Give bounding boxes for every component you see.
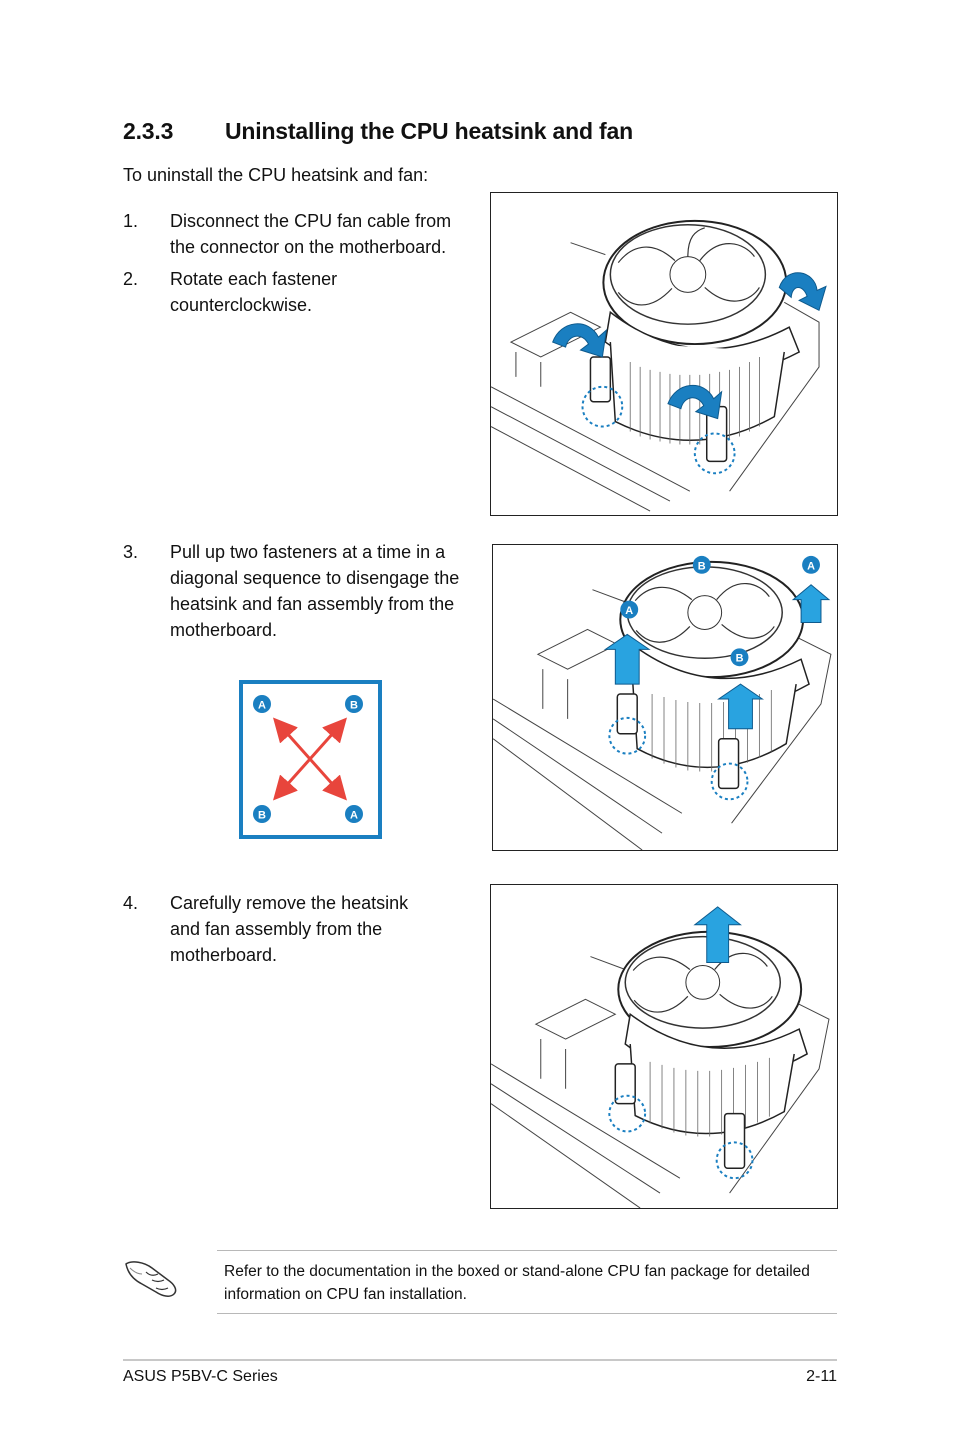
step-number: 4. (123, 893, 139, 913)
diag-label-top-right: B (350, 700, 358, 712)
label-mid-left: A (625, 605, 633, 617)
diag-label-top-left: A (258, 700, 266, 712)
heatsink-illustration-2: B A A B (493, 555, 832, 850)
note-top-rule (217, 1250, 837, 1251)
section-heading: 2.3.3 Uninstalling the CPU heatsink and f… (123, 118, 633, 145)
diag-label-bottom-left: B (258, 810, 266, 822)
heatsink-illustration-1 (491, 219, 827, 512)
diag-label-bottom-right: A (350, 810, 358, 822)
label-mid-right: B (736, 653, 744, 665)
intro-text: To uninstall the CPU heatsink and fan: (123, 165, 429, 185)
step-number: 3. (123, 542, 139, 562)
diagonal-arrows: A B B A (253, 695, 363, 823)
footer-model: ASUS P5BV-C Series (123, 1368, 278, 1385)
footer-rule (123, 1359, 837, 1361)
note-bottom-rule (217, 1313, 837, 1314)
figure-pull-up-fasteners: B A A B (492, 544, 838, 851)
section-title: Uninstalling the CPU heatsink and fan (225, 118, 633, 144)
section-number: 2.3.3 (123, 118, 174, 144)
label-top-left: B (698, 560, 706, 572)
step-text: Rotate each fastener counterclockwise. (170, 269, 338, 315)
step-number: 1. (123, 211, 139, 231)
figure-rotate-fasteners (490, 192, 838, 516)
pointing-hand-icon (122, 1250, 182, 1300)
heatsink-illustration-3 (491, 906, 830, 1208)
step-number: 2. (123, 269, 139, 289)
step-text: Disconnect the CPU fan cable from the co… (170, 211, 452, 257)
note-text: Refer to the documentation in the boxed … (224, 1263, 810, 1303)
label-top-right: A (807, 560, 815, 572)
figure-remove-assembly (490, 884, 838, 1209)
footer-page-number: 2-11 (806, 1368, 837, 1385)
step-text: Carefully remove the heatsink and fan as… (170, 893, 409, 965)
step-text: Pull up two fasteners at a time in a dia… (170, 542, 460, 640)
diagonal-sequence-diagram: A B B A (239, 680, 382, 839)
